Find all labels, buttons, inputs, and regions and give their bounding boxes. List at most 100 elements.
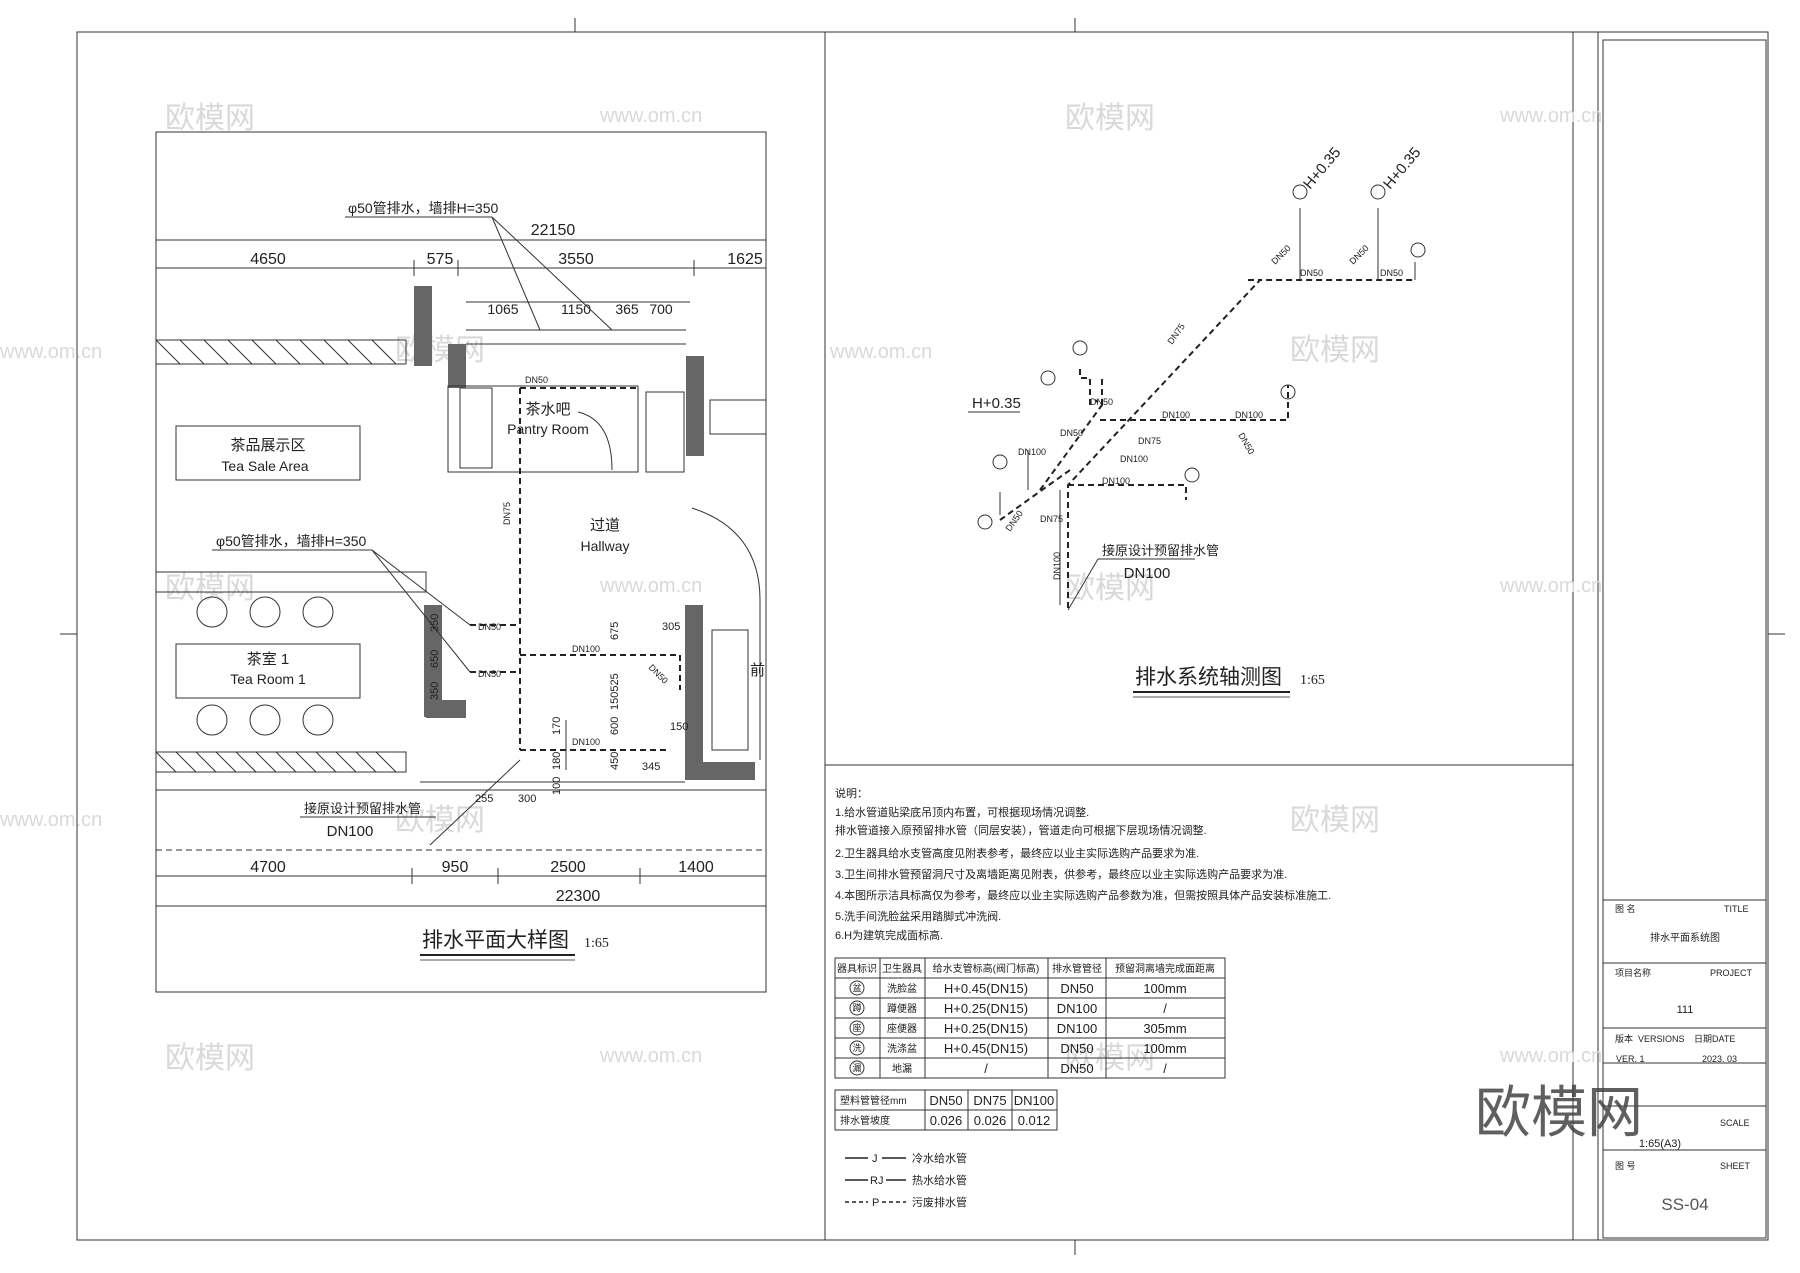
watermark-brand: 欧模网 <box>165 572 255 605</box>
notes-heading: 说明： <box>835 786 868 800</box>
bathroom-dimensions: 350 650 350 675 305 150525 600 450 170 1… <box>429 614 688 805</box>
svg-text:DN50: DN50 <box>1300 268 1323 278</box>
svg-text:DN50: DN50 <box>1347 243 1370 266</box>
watermark-brand: 欧模网 <box>1065 572 1155 605</box>
watermark-brand: 欧模网 <box>1065 102 1155 135</box>
room-labels: 茶品展示区 Tea Sale Area 茶水吧 Pantry Room 过道 H… <box>175 401 765 699</box>
svg-text:SCALE: SCALE <box>1720 1118 1750 1128</box>
svg-text:600: 600 <box>609 717 621 735</box>
iso-pipes <box>999 208 1416 608</box>
svg-text:2.卫生器具给水支管高度见附表参考，最终应以业主实际选购产品: 2.卫生器具给水支管高度见附表参考，最终应以业主实际选购产品要求为准. <box>835 846 1199 860</box>
date-value: 2023. 03 <box>1702 1054 1737 1064</box>
svg-text:DN50: DN50 <box>1060 981 1093 996</box>
room-tearoom-en: Tea Room 1 <box>230 671 306 687</box>
svg-text:盆: 盆 <box>852 982 861 993</box>
svg-text:1400: 1400 <box>678 859 714 876</box>
svg-text:座便器: 座便器 <box>887 1022 917 1035</box>
svg-text:DN75: DN75 <box>1165 322 1186 347</box>
svg-text:1:65: 1:65 <box>584 936 609 951</box>
drainage-isometric: H+0.35 H+0.35 H+0.35 DN50 DN50 DN50 DN50… <box>968 144 1426 698</box>
drainage-pipes: DN50 DN75 DN50 DN50 DN100 DN100 DN50 <box>429 375 681 846</box>
svg-text:排水管坡度: 排水管坡度 <box>840 1114 890 1127</box>
svg-text:H+0.45(DN15): H+0.45(DN15) <box>944 1041 1028 1056</box>
svg-text:排水管管径: 排水管管径 <box>1052 962 1102 975</box>
iso-h-top2: H+0.35 <box>1380 144 1424 192</box>
svg-text:DN100: DN100 <box>1014 1093 1054 1108</box>
iso-connect-dn: DN100 <box>1124 565 1171 582</box>
svg-text:DN50: DN50 <box>478 669 501 679</box>
svg-text:1150: 1150 <box>561 301 591 317</box>
svg-text:DN50: DN50 <box>1003 509 1024 534</box>
watermark-brand: 欧模网 <box>165 1042 255 1075</box>
svg-text:φ50管排水，墙排H=350: φ50管排水，墙排H=350 <box>216 533 367 549</box>
svg-text:日期: 日期 <box>1694 1034 1712 1044</box>
svg-text:/: / <box>1163 1061 1167 1076</box>
svg-text:项目名称: 项目名称 <box>1615 967 1651 978</box>
svg-text:22300: 22300 <box>556 888 601 905</box>
svg-text:洗涤盆: 洗涤盆 <box>887 1042 917 1055</box>
svg-text:345: 345 <box>642 761 660 773</box>
svg-text:4.本图所示洁具标高仅为参考，最终应以业主实际选购产品参数为: 4.本图所示洁具标高仅为参考，最终应以业主实际选购产品参数为准，但需按照具体产品… <box>835 888 1331 902</box>
svg-text:卫生器具: 卫生器具 <box>882 962 922 975</box>
svg-text:365: 365 <box>615 301 639 317</box>
svg-text:器具标识: 器具标识 <box>837 963 877 975</box>
svg-text:SHEET: SHEET <box>1720 1161 1751 1171</box>
svg-text:DN100: DN100 <box>327 823 374 840</box>
svg-text:RJ: RJ <box>870 1175 883 1187</box>
svg-text:版本: 版本 <box>1615 1033 1633 1044</box>
top-dimensions: 22150 4650 575 3550 1625 1065 1150 365 7… <box>156 222 766 317</box>
iso-h-left: H+0.35 <box>972 395 1021 412</box>
svg-text:排水系统轴测图: 排水系统轴测图 <box>1135 665 1282 689</box>
svg-text:675: 675 <box>609 622 621 640</box>
svg-text:350: 350 <box>429 614 441 632</box>
svg-text:DN50: DN50 <box>1060 1061 1093 1076</box>
svg-text:H+0.45(DN15): H+0.45(DN15) <box>944 981 1028 996</box>
room-pantry-en: Pantry Room <box>507 421 589 437</box>
svg-text:接原设计预留排水管: 接原设计预留排水管 <box>304 801 421 816</box>
iso-h-top1: H+0.35 <box>1300 144 1344 192</box>
svg-text:22150: 22150 <box>531 222 576 239</box>
slope-table: 塑料管管径mm DN50 DN75 DN100 排水管坡度 0.026 0.02… <box>834 1089 1058 1131</box>
svg-text:4650: 4650 <box>250 251 286 268</box>
pipe-legend: J 冷水给水管 RJ 热水给水管 P 污废排水管 <box>845 1151 967 1209</box>
svg-text:100mm: 100mm <box>1143 981 1186 996</box>
svg-text:305: 305 <box>662 621 680 633</box>
svg-text:DN50: DN50 <box>478 622 501 632</box>
sheet-frame <box>60 18 1785 1255</box>
svg-text:DN50: DN50 <box>525 375 548 385</box>
svg-text:350: 350 <box>429 682 441 700</box>
svg-text:DN100: DN100 <box>1235 410 1263 420</box>
svg-text:0.026: 0.026 <box>930 1113 963 1128</box>
watermark-brand: 欧模网 <box>1290 334 1380 367</box>
svg-text:4700: 4700 <box>250 859 286 876</box>
project-name: 111 <box>1677 1004 1694 1016</box>
watermark-brand: 欧模网 <box>395 334 485 367</box>
svg-text:P: P <box>872 1197 879 1209</box>
svg-text:预留洞离墙完成面距离: 预留洞离墙完成面距离 <box>1115 962 1215 975</box>
svg-text:热水给水管: 热水给水管 <box>912 1173 967 1187</box>
svg-text:2500: 2500 <box>550 859 586 876</box>
svg-text:DN75: DN75 <box>973 1093 1006 1108</box>
watermark-layer: 欧模网 www.om.cn 欧模网 www.om.cn 欧模网 www.om.c… <box>0 102 1602 1075</box>
svg-text:图 号: 图 号 <box>1615 1161 1636 1171</box>
watermark-url: www.om.cn <box>1499 575 1602 597</box>
svg-text:5.洗手间洗脸盆采用踏脚式冲洗阀.: 5.洗手间洗脸盆采用踏脚式冲洗阀. <box>835 909 1001 923</box>
bottom-dimensions: 4700 950 2500 1400 22300 <box>156 859 766 907</box>
drawing-title: 排水平面系统图 <box>1650 931 1720 944</box>
svg-text:TITLE: TITLE <box>1724 904 1749 914</box>
svg-text:150: 150 <box>670 721 688 733</box>
svg-text:排水管道接入原预留排水管（同层安装），管道走向可根据下层现场: 排水管道接入原预留排水管（同层安装），管道走向可根据下层现场情况调整. <box>835 823 1207 837</box>
watermark-brand: 欧模网 <box>1290 804 1380 837</box>
svg-text:DN100: DN100 <box>572 644 600 654</box>
svg-text:DATE: DATE <box>1712 1034 1735 1044</box>
plan-title: 排水平面大样图 1:65 <box>420 928 609 961</box>
svg-text:DN100: DN100 <box>1057 1021 1097 1036</box>
design-notes: 说明： 1.给水管道贴梁底吊顶内布置，可根据现场情况调整. 排水管道接入原预留排… <box>835 786 1331 942</box>
watermark-big: 欧模网 <box>1475 1081 1643 1144</box>
svg-text:DN75: DN75 <box>1138 436 1161 446</box>
svg-text:DN50: DN50 <box>647 662 670 685</box>
callout-mid: φ50管排水，墙排H=350 <box>212 533 471 673</box>
svg-text:1:65: 1:65 <box>1300 673 1325 688</box>
iso-pipe-labels: DN50 DN50 DN50 DN50 DN75 DN50 DN50 DN100… <box>1003 243 1403 580</box>
